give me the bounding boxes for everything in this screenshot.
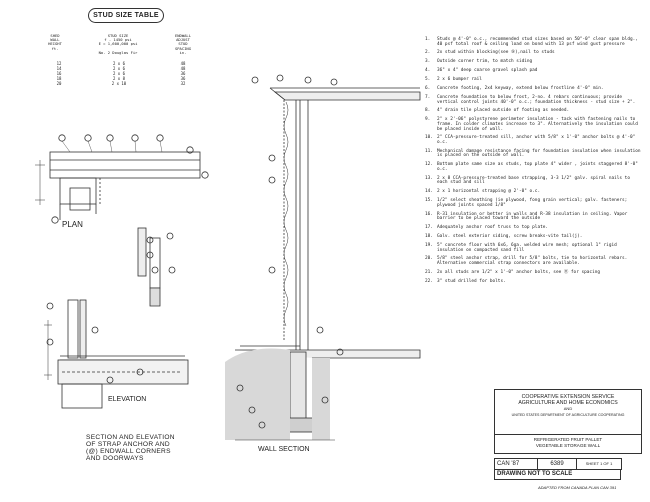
note-item: 21.2x all studs are 1/2" x 1'-0" anchor … [425,269,600,275]
cell-spacing: 48 [180,61,186,67]
elevation-detail [44,299,189,409]
title-block-plan: REFRIGERATED FRUIT PALLET VEGETABLE STOR… [494,435,642,454]
note-item: 22.3" stud drilled for bolts. [425,278,506,284]
stud-header-height: SHED WALL HEIGHT ft. [48,33,62,51]
org-line: UNITED STATES DEPARTMENT OF AGRICULTURE … [511,413,625,417]
note-item: 14.2 x 1 horizontal strapping @ 2'-0" o.… [425,189,541,195]
note-item: 10.2" CCA-pressure-treated sill, anchor … [425,135,636,145]
wall-section-label: WALL SECTION [258,446,310,453]
cell-size: 2 x 6 [112,61,126,67]
cell-spacing: 32 [180,81,186,87]
note-item: 20.5/8" steel anchor strap, drill for 5/… [425,256,628,267]
note-item: 19.5" concrete floor with 6x6, 6ga. weld… [425,242,617,253]
stud-header-spacing: ENDWALL ADJUST STUD SPACING in. [174,33,191,55]
elevation-label: ELEVATION [108,396,147,403]
note-item: 15.1/2" select sheathing (ie plywood, fo… [425,198,628,208]
caption-line: (@) ENDWALL CORNERS [86,448,171,455]
cell-height: 16 [56,71,62,77]
org-line: AGRICULTURE AND HOME ECONOMICS [518,400,618,406]
cell-size: 2 x 6 [112,66,126,72]
cell-height: 12 [56,61,62,67]
cell-spacing: 48 [180,66,186,72]
stud-header-size: STUD SIZE f - 1450 psi E = 1,600,000 psi… [98,33,138,55]
note-item: 13.2 x 8 CCA-pressure-treated base strap… [425,175,630,186]
caption-line: OF STRAP ANCHOR AND [86,441,170,448]
cell-size: 2 x 8 [112,76,126,82]
cell-spacing: 36 [180,76,186,82]
title-block: COOPERATIVE EXTENSION SERVICE AGRICULTUR… [494,389,642,497]
note-item: 6.Concrete footing, 2x4 keyway, extend b… [425,86,604,92]
table-row: 20 2 x 10 32 [40,81,206,86]
adapted-note: ADAPTED FROM CANADA PLAN CAN 391 [538,485,617,490]
plan-number: 6389 [538,458,577,470]
cell-height: 14 [56,66,62,72]
stud-table-title: STUD SIZE TABLE [88,8,164,23]
plan-title: REFRIGERATED FRUIT PALLET [533,437,603,442]
table-row: 16 2 x 6 36 [40,71,206,76]
cell-height: 18 [56,76,62,82]
caption-line: AND DOORWAYS [86,455,144,462]
scale-note: DRAWING NOT TO SCALE [494,470,621,480]
cell-spacing: 36 [180,71,186,77]
note-item: 11.Mechanical damage resistance facing f… [425,148,641,159]
note-item: 7.Concrete foundation to below frost, 2-… [425,94,636,105]
plan-title: VEGETABLE STORAGE WALL [535,443,601,448]
note-item: 1.Studs @ 4'-0" o.c., recommended stud s… [425,37,638,47]
org-line: COOPERATIVE EXTENSION SERVICE [521,394,615,400]
title-block-ids: CAN '87 6389 SHEET 1 OF 1 [494,458,642,470]
table-row: 14 2 x 6 48 [40,66,206,71]
wall-section-detail [225,74,421,441]
note-item: 12.Bottom plate same size as studs, top … [425,162,638,172]
note-item: 16.R-31 insulation or better in walls an… [425,211,628,222]
note-item: 17.Adequately anchor roof truss to top p… [425,225,549,231]
note-item: 4.36" x 4" deep coarse gravel splash pad [425,68,538,74]
plan-detail [35,134,209,224]
cell-size: 2 x 6 [112,71,126,77]
caption-line: SECTION AND ELEVATION [86,434,175,441]
org-line: AND [563,406,573,411]
construction-notes: 1.Studs @ 4'-0" o.c., recommended stud s… [425,37,643,289]
stud-table: SHED WALL HEIGHT ft. STUD SIZE f - 1450 … [40,33,206,86]
cell-height: 20 [56,81,62,87]
title-block-org: COOPERATIVE EXTENSION SERVICE AGRICULTUR… [494,389,642,435]
note-item: 18.Galv. steel exterior siding, screw br… [425,234,583,240]
strap-elevation-detail [137,227,176,307]
cell-size: 2 x 10 [111,81,127,87]
note-item: 8.4" drain tile placed outside of footin… [425,108,570,114]
table-row: 18 2 x 8 36 [40,76,206,81]
plan-label: PLAN [62,220,83,229]
note-item: 2.2x stud within blocking(see ⑨),nail to… [425,50,555,56]
section-caption: SECTION AND ELEVATION OF STRAP ANCHOR AN… [86,434,175,462]
table-row: 12 2 x 6 48 [40,61,206,66]
note-item: 5.2 x 6 bumper rail [425,77,482,83]
sheet-number: SHEET 1 OF 1 [577,458,622,470]
note-item: 9.2" x 2'-06" polystyrene perimeter insu… [425,117,638,132]
note-item: 3.Outside corner trim, to match siding [425,59,533,65]
can-number: CAN '87 [494,458,538,470]
